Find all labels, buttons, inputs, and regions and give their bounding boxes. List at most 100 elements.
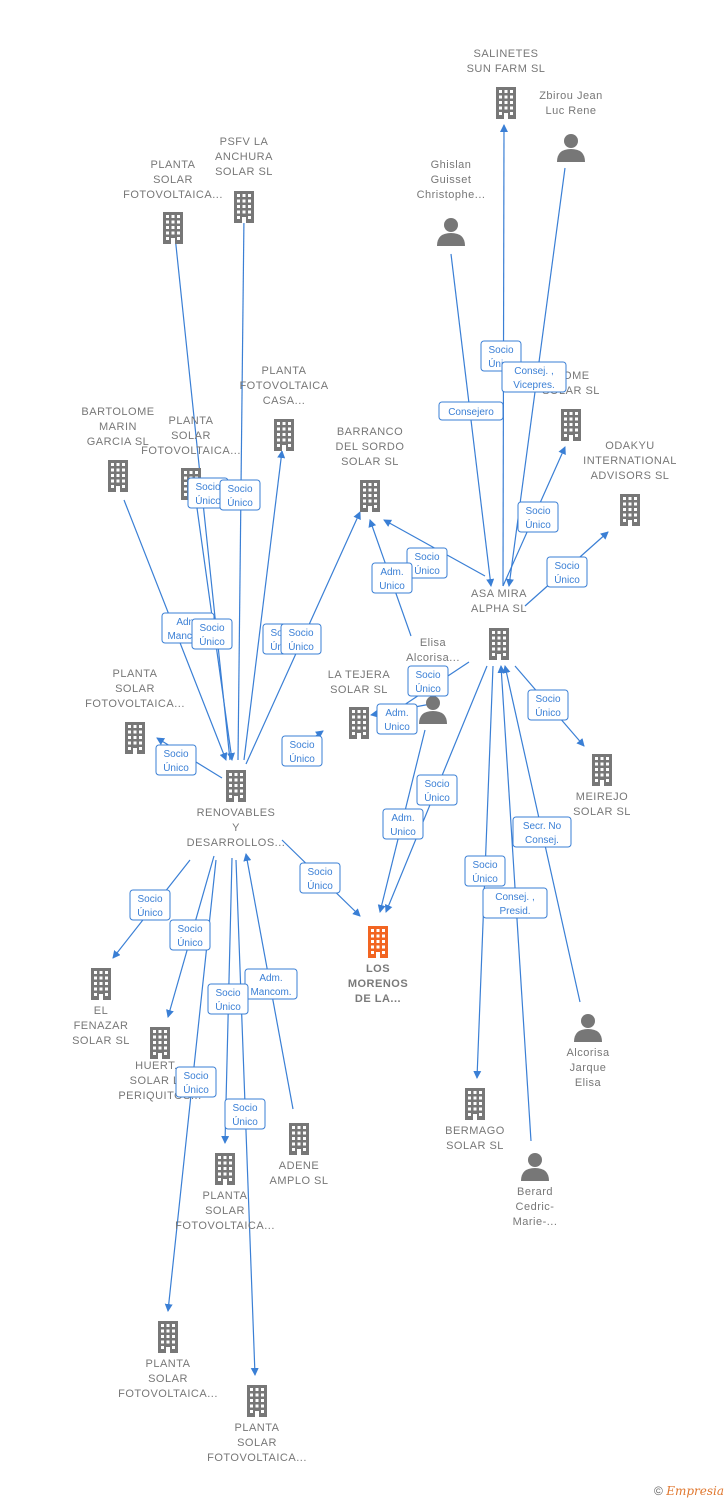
node-label-line: HUERT... — [135, 1060, 185, 1072]
edge-label-text: Socio — [535, 694, 560, 705]
node-label-line: ANCHURA — [215, 151, 273, 163]
person-icon — [574, 1014, 602, 1042]
node-label-line: PLANTA — [146, 1358, 191, 1370]
node-label-line: SOLAR — [115, 683, 155, 695]
edge-label-elisa-to-barranco: Adm.Unico — [371, 562, 413, 594]
node-label-line: Alcorisa — [566, 1047, 610, 1059]
node-pl_mid[interactable]: PLANTASOLARFOTOVOLTAICA... — [141, 415, 241, 500]
node-label-line: FOTOVOLTAICA... — [175, 1220, 275, 1232]
node-label-line: ODAKYU — [605, 440, 654, 452]
edge-label-text: Adm. — [385, 708, 408, 719]
node-salinetes[interactable]: SALINETES SUN FARM SL — [467, 48, 546, 119]
node-label-line: PLANTA — [203, 1190, 248, 1202]
building-icon — [620, 494, 640, 526]
building-icon — [150, 1027, 170, 1059]
node-label-line: SUN FARM SL — [467, 63, 546, 75]
node-pl_left[interactable]: PLANTASOLARFOTOVOLTAICA... — [85, 668, 185, 754]
edge-label-text: Único — [414, 564, 440, 577]
node-label-line: Y — [232, 822, 240, 834]
node-label-line: SOLAR SL — [341, 456, 399, 468]
node-pl_top[interactable]: PLANTASOLARFOTOVOLTAICA... — [123, 159, 223, 244]
node-berard[interactable]: BerardCedric-Marie-... — [513, 1153, 558, 1228]
node-label-line: SOLAR — [237, 1437, 277, 1449]
edge-label-text: Único — [199, 635, 225, 648]
node-label-line: SOLAR — [171, 430, 211, 442]
node-label-line: FOTOVOLTAICA... — [123, 189, 223, 201]
edge-label-text: Consej. , — [514, 366, 553, 377]
node-label-line: SOLAR SL — [573, 806, 631, 818]
edge-label-text: Consej. , — [495, 892, 534, 903]
node-label-line: SALINETES — [473, 48, 538, 60]
edge-label-text: Socio — [525, 506, 550, 517]
node-label-line: INTERNATIONAL — [583, 455, 677, 467]
node-ghislan[interactable]: GhislanGuissetChristophe... — [417, 159, 486, 246]
building-icon — [592, 754, 612, 786]
node-label-line: GARCIA SL — [87, 436, 150, 448]
building-icon — [489, 628, 509, 660]
empresia-logo: Empresia — [666, 1484, 724, 1498]
building-icon — [91, 968, 111, 1000]
node-odakyu[interactable]: ODAKYU INTERNATIONAL ADVISORS SL — [583, 440, 677, 526]
edge-label-text: Socio — [227, 484, 252, 495]
edge-label-text: Socio — [163, 749, 188, 760]
edge-label-text: Presid. — [499, 906, 530, 917]
node-label-line: MORENOS — [348, 978, 408, 990]
node-label-line: RENOVABLES — [197, 807, 276, 819]
edge-label-text: Único — [415, 682, 441, 695]
edge-label-text: Vicepres. — [513, 380, 555, 391]
node-pl_casa[interactable]: PLANTAFOTOVOLTAICACASA... — [239, 365, 328, 451]
node-label-line: BARTOLOME — [81, 406, 154, 418]
node-label-line: LA TEJERA — [328, 669, 391, 681]
building-icon — [289, 1123, 309, 1155]
edge-label-text: Único — [195, 494, 221, 507]
node-pl_b2[interactable]: PLANTASOLARFOTOVOLTAICA... — [118, 1321, 218, 1400]
building-icon — [274, 419, 294, 451]
building-icon — [234, 191, 254, 223]
node-label-line: ADVISORS SL — [591, 470, 670, 482]
node-pl_b1[interactable]: PLANTASOLARFOTOVOLTAICA... — [175, 1153, 275, 1232]
edge-label-text: Socio — [307, 867, 332, 878]
node-pl_b3[interactable]: PLANTASOLARFOTOVOLTAICA... — [207, 1385, 307, 1464]
node-label-line: Elisa — [420, 637, 447, 649]
node-label-line: DEL SORDO — [336, 441, 405, 453]
node-label-line: EL — [94, 1005, 108, 1017]
node-label-line: Elisa — [575, 1077, 602, 1089]
node-renovables[interactable]: RENOVABLESYDESARROLLOS... — [187, 770, 286, 849]
edge-label-text: Socio — [137, 894, 162, 905]
edge-label-text: Socio — [183, 1071, 208, 1082]
edge-label-text: Secr. No — [523, 821, 562, 832]
edge-label-ghislan-to-asamira: Consejero — [438, 401, 504, 421]
building-icon — [163, 212, 183, 244]
edge-label-text: Único — [535, 706, 561, 719]
edge-label-text: Único — [307, 879, 333, 892]
building-icon — [360, 480, 380, 512]
edge-label-text: Unico — [390, 827, 416, 838]
building-icon — [247, 1385, 267, 1417]
edge-label-text: Socio — [199, 623, 224, 634]
edge-label-text: Socio — [415, 670, 440, 681]
node-elisa[interactable]: ElisaAlcorisa... — [406, 637, 460, 724]
edge-label-text: Único — [289, 752, 315, 765]
